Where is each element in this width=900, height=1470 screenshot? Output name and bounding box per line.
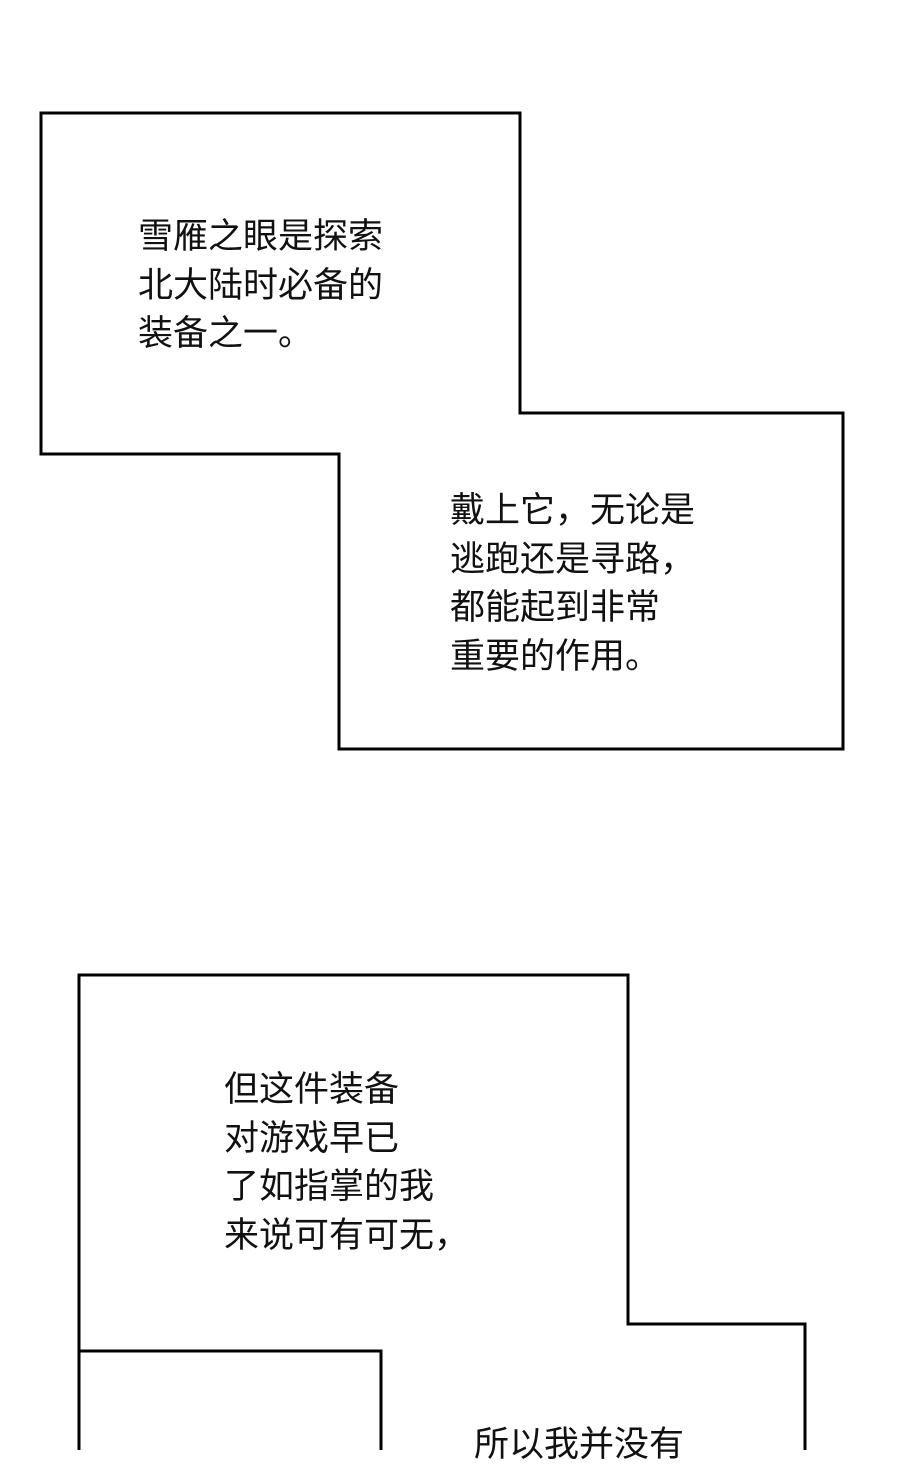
caption-line: 但这件装备 [224,1070,400,1110]
caption-line: 了如指掌的我 [224,1167,435,1207]
caption-text-3: 但这件装备 对游戏早已 了如指掌的我 来说可有可无， [224,1066,469,1260]
caption-line: 逃跑还是寻路， [450,539,696,580]
caption-box-1 [39,111,845,751]
caption-line: 来说可有可无， [224,1215,470,1256]
caption-text-1: 雪雁之眼是探索 北大陆时必备的 装备之一。 [138,213,383,359]
caption-text-4: 所以我并没有 [474,1421,684,1470]
caption-line: 雪雁之眼是探索 [138,217,384,257]
caption-box-2 [77,973,807,1450]
caption-line: 重要的作用。 [450,636,661,677]
caption-text-2: 戴上它，无论是 逃跑还是寻路， 都能起到非常 重要的作用。 [450,487,695,681]
caption-line: 戴上它，无论是 [450,491,696,531]
caption-line: 对游戏早已 [224,1118,400,1159]
caption-line: 装备之一。 [138,314,314,354]
caption-line: 都能起到非常 [450,588,661,628]
caption-box-2-notch [79,1349,383,1450]
caption-line: 北大陆时必备的 [138,265,384,306]
caption-line: 所以我并没有 [474,1425,685,1465]
